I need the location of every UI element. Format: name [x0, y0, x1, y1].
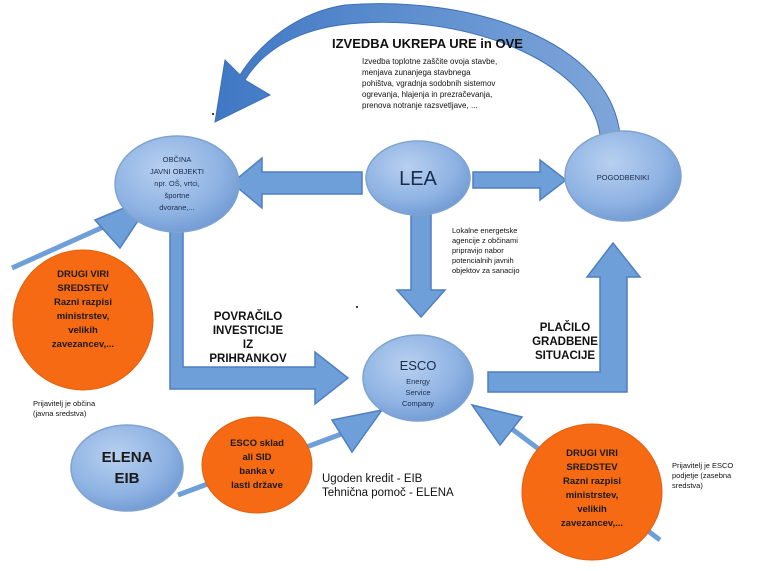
svg-text:podjetje (zasebna: podjetje (zasebna	[672, 471, 732, 480]
arrow-drugi-viri-to-esco-head	[470, 403, 524, 447]
povracilo-label: POVRAČILO INVESTICIJE IZ PRIHRANKOV	[209, 310, 287, 365]
prijavitelj-obcina-note: Prijavitelj je občina (javna sredstva)	[33, 399, 96, 418]
svg-text:objektov za sanacijo: objektov za sanacijo	[452, 266, 520, 275]
esco-sklad-node	[201, 416, 313, 514]
svg-text:Service: Service	[405, 388, 430, 397]
svg-text:Prijavitelj je občina: Prijavitelj je občina	[33, 399, 96, 408]
pogodbeniki-node	[564, 130, 682, 222]
svg-text:SREDSTEV: SREDSTEV	[566, 462, 618, 473]
svg-text:lasti države: lasti države	[231, 480, 283, 491]
lea-node	[365, 140, 471, 216]
svg-text:SITUACIJE: SITUACIJE	[535, 350, 595, 362]
svg-text:dvorane,...: dvorane,...	[159, 203, 194, 212]
svg-text:pripravijo nabor: pripravijo nabor	[452, 246, 504, 255]
svg-text:Razni razpisi: Razni razpisi	[54, 297, 112, 308]
svg-text:Prijavitelj je ESCO: Prijavitelj je ESCO	[672, 461, 733, 470]
svg-text:SREDSTEV: SREDSTEV	[57, 283, 109, 294]
drugi-viri-left-node	[12, 249, 154, 391]
svg-text:sredstva): sredstva)	[672, 481, 703, 490]
placilo-label: PLAČILO GRADBENE SITUACIJE	[532, 321, 598, 362]
svg-text:JAVNI OBJEKTI: JAVNI OBJEKTI	[150, 167, 204, 176]
prijavitelj-esco-note: Prijavitelj je ESCO podjetje (zasebna sr…	[672, 461, 733, 490]
arrow-esco-to-pogodbeniki	[487, 241, 642, 393]
svg-text:ELENA: ELENA	[102, 449, 153, 466]
svg-text:Tehnična pomoč - ELENA: Tehnična pomoč - ELENA	[322, 487, 454, 499]
arrow-elena-to-esco-head	[330, 408, 384, 454]
svg-text:INVESTICIJE: INVESTICIJE	[213, 325, 284, 337]
elena-eib-node	[70, 424, 184, 512]
dot-marker	[356, 306, 358, 308]
obcina-node	[114, 135, 240, 233]
obcina-label: OBČINA JAVNI OBJEKTI npr. OŠ, vrtci, špo…	[150, 155, 204, 212]
svg-text:velikih: velikih	[68, 325, 98, 336]
arrow-lea-to-pogodbeniki	[472, 158, 568, 202]
elena-eib-label: ELENA EIB	[102, 449, 153, 487]
svg-text:zavezancev,...: zavezancev,...	[561, 518, 623, 529]
svg-text:IZ: IZ	[243, 339, 253, 351]
svg-text:potencialnih javnih: potencialnih javnih	[452, 256, 514, 265]
svg-text:OBČINA: OBČINA	[163, 155, 192, 164]
svg-text:DRUGI VIRI: DRUGI VIRI	[566, 448, 618, 459]
svg-text:ogrevanja, hlajenja in prezrač: ogrevanja, hlajenja in prezračevanja,	[362, 90, 492, 99]
svg-text:ministrstev,: ministrstev,	[57, 311, 110, 322]
drugi-viri-left-label: DRUGI VIRI SREDSTEV Razni razpisi minist…	[52, 269, 114, 350]
svg-text:ali SID: ali SID	[242, 452, 271, 463]
svg-text:velikih: velikih	[577, 504, 607, 515]
drugi-viri-right-node	[521, 423, 663, 561]
esco-title: ESCO	[400, 358, 437, 373]
title: IZVEDBA UKREPA URE in OVE	[332, 36, 523, 51]
dot-marker	[212, 113, 214, 115]
svg-text:npr. OŠ, vrtci,: npr. OŠ, vrtci,	[154, 179, 199, 188]
esco-sklad-label: ESCO sklad ali SID banka v lasti države	[230, 438, 284, 491]
svg-text:PRIHRANKOV: PRIHRANKOV	[209, 353, 287, 365]
svg-text:DRUGI VIRI: DRUGI VIRI	[57, 269, 109, 280]
arrow-lea-to-obcina	[230, 156, 363, 210]
lea-label: LEA	[399, 168, 437, 190]
svg-text:pohištva, vgradnja sodobnih si: pohištva, vgradnja sodobnih sistemov	[362, 79, 495, 88]
svg-text:Izvedba toplotne zaščite ovoja: Izvedba toplotne zaščite ovoja stavbe,	[362, 57, 497, 66]
svg-text:EIB: EIB	[114, 470, 139, 487]
svg-text:banka v: banka v	[239, 466, 275, 477]
curved-return-arrow	[214, 3, 621, 136]
svg-text:menjava zunanjega stavbnega: menjava zunanjega stavbnega	[362, 68, 471, 77]
measures-text: Izvedba toplotne zaščite ovoja stavbe, m…	[362, 57, 497, 110]
svg-text:Razni razpisi: Razni razpisi	[563, 476, 621, 487]
pogodbeniki-label: POGODBENIKI	[597, 173, 650, 182]
lea-note: Lokalne energetske agencije z občinami p…	[452, 226, 520, 275]
svg-text:zavezancev,...: zavezancev,...	[52, 339, 114, 350]
esco-subtitle: Energy Service Company	[402, 377, 434, 408]
svg-text:GRADBENE: GRADBENE	[532, 336, 598, 348]
svg-text:ESCO sklad: ESCO sklad	[230, 438, 284, 449]
svg-text:(javna sredstva): (javna sredstva)	[33, 409, 87, 418]
svg-text:prenova notranje razsvetljave,: prenova notranje razsvetljave, ...	[362, 101, 478, 110]
arrow-lea-to-esco	[395, 213, 447, 319]
drugi-viri-right-label: DRUGI VIRI SREDSTEV Razni razpisi minist…	[561, 448, 623, 529]
svg-text:PLAČILO: PLAČILO	[540, 321, 591, 334]
svg-text:Company: Company	[402, 399, 434, 408]
arrow-obcina-to-esco	[169, 229, 350, 406]
svg-text:Energy: Energy	[406, 377, 430, 386]
kredit-text: Ugoden kredit - EIB Tehnična pomoč - ELE…	[322, 473, 454, 499]
esco-node	[362, 334, 474, 422]
svg-text:Lokalne energetske: Lokalne energetske	[452, 226, 517, 235]
svg-text:agencije z občinami: agencije z občinami	[452, 236, 518, 245]
svg-text:Ugoden kredit - EIB: Ugoden kredit - EIB	[322, 473, 423, 485]
svg-text:športne: športne	[164, 191, 189, 200]
svg-text:POVRAČILO: POVRAČILO	[214, 310, 282, 323]
svg-text:ministrstev,: ministrstev,	[566, 490, 619, 501]
